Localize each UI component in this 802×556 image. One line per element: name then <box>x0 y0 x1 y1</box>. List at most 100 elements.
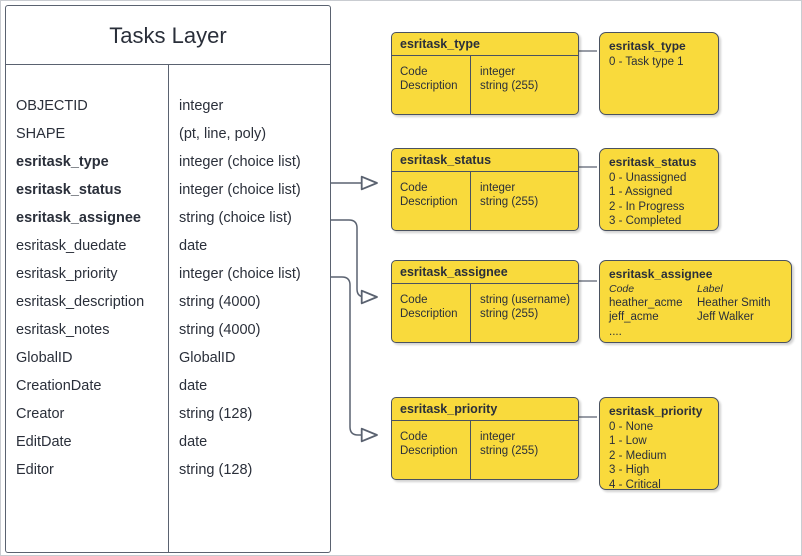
domain-value-item: 2 - Medium <box>609 449 667 462</box>
connector-priority <box>331 276 378 443</box>
field-type: date <box>179 378 208 394</box>
domain-field-type: integer <box>480 431 516 443</box>
domain-table-header: esritask_assignee <box>392 261 578 284</box>
field-type: string (4000) <box>179 322 261 338</box>
field-name: esritask_duedate <box>16 238 127 254</box>
domain-table-esritask-status[interactable]: esritask_status Code Description integer… <box>391 148 579 231</box>
domain-table-column-divider <box>470 172 471 230</box>
field-name: esritask_priority <box>16 266 118 282</box>
table-row[interactable]: OBJECTID integer <box>6 92 330 120</box>
table-row[interactable]: EditDate date <box>6 428 330 456</box>
domain-field-name: Code <box>400 182 428 194</box>
field-name: esritask_type <box>16 154 109 170</box>
field-name: CreationDate <box>16 378 102 394</box>
domain-field-type: string (255) <box>480 445 539 457</box>
domain-value-code: jeff_acme <box>609 311 659 323</box>
domain-value-item: heather_acme Heather Smith <box>609 296 791 311</box>
domain-table-esritask-assignee[interactable]: esritask_assignee Code Description strin… <box>391 260 579 343</box>
field-type: integer (choice list) <box>179 182 301 198</box>
field-type: string (128) <box>179 462 253 478</box>
domain-values-esritask-assignee[interactable]: esritask_assignee Code Label heather_acm… <box>599 260 792 343</box>
entity-field-list: OBJECTID integer SHAPE (pt, line, poly) … <box>6 65 330 552</box>
field-name: Editor <box>16 462 54 478</box>
table-row[interactable]: esritask_notes string (4000) <box>6 316 330 344</box>
table-row[interactable]: SHAPE (pt, line, poly) <box>6 120 330 148</box>
domain-value-item: 0 - Unassigned <box>609 171 687 184</box>
table-row[interactable]: esritask_description string (4000) <box>6 288 330 316</box>
field-name: GlobalID <box>16 350 73 366</box>
field-type: integer (choice list) <box>179 266 301 282</box>
field-type: string (128) <box>179 406 253 422</box>
table-row[interactable]: esritask_type integer (choice list) <box>6 148 330 176</box>
domain-table-body: Code Description integer string (255) <box>392 172 578 230</box>
domain-field-name: Code <box>400 431 428 443</box>
table-row[interactable]: GlobalID GlobalID <box>6 344 330 372</box>
domain-field-name: Description <box>400 445 458 457</box>
domain-field-name: Description <box>400 196 458 208</box>
field-type: date <box>179 434 208 450</box>
domain-values-title: esritask_assignee <box>609 267 713 281</box>
entity-rows-container: OBJECTID integer SHAPE (pt, line, poly) … <box>6 92 330 484</box>
domain-table-body: Code Description string (username) strin… <box>392 284 578 342</box>
field-type: integer (choice list) <box>179 154 301 170</box>
table-row[interactable]: Creator string (128) <box>6 400 330 428</box>
field-name: esritask_assignee <box>16 210 141 226</box>
table-row[interactable]: Editor string (128) <box>6 456 330 484</box>
domain-values-esritask-priority[interactable]: esritask_priority 0 - None 1 - Low 2 - M… <box>599 397 719 491</box>
domain-values-title: esritask_priority <box>609 404 703 418</box>
tasks-layer-entity-table[interactable]: Tasks Layer OBJECTID integer SHAPE (pt, … <box>5 5 331 553</box>
domain-table-body: Code Description integer string (255) <box>392 56 578 114</box>
table-row[interactable]: esritask_priority integer (choice list) <box>6 260 330 288</box>
domain-value-item: 3 - Completed <box>609 215 682 227</box>
field-name: esritask_notes <box>16 322 110 338</box>
domain-value-item: 0 - None <box>609 420 654 433</box>
domain-values-esritask-type[interactable]: esritask_type 0 - Task type 1 <box>599 32 719 115</box>
field-name: SHAPE <box>16 126 66 142</box>
domain-value-item: 3 - High <box>609 464 650 476</box>
domain-value-item: 4 - Critical <box>609 478 661 491</box>
domain-field-type: string (255) <box>480 308 539 320</box>
domain-value-item: 0 - Task type 1 <box>609 55 684 68</box>
table-row[interactable]: CreationDate date <box>6 372 330 400</box>
domain-table-header: esritask_type <box>392 33 578 56</box>
field-type: GlobalID <box>179 350 236 366</box>
field-type: string (choice list) <box>179 210 292 226</box>
field-type: integer <box>179 98 224 114</box>
domain-values-header-row: Code Label <box>609 283 791 296</box>
entity-column-divider <box>168 65 169 552</box>
domain-values-label-header: Label <box>697 282 723 295</box>
domain-table-column-divider <box>470 284 471 342</box>
domain-table-header: esritask_status <box>392 149 578 172</box>
domain-field-type: string (username) <box>480 294 571 306</box>
page-title: Tasks Layer <box>6 6 330 65</box>
domain-table-body: Code Description integer string (255) <box>392 421 578 479</box>
domain-table-esritask-priority[interactable]: esritask_priority Code Description integ… <box>391 397 579 480</box>
field-type: date <box>179 238 208 254</box>
domain-values-title: esritask_type <box>609 39 686 53</box>
table-row[interactable]: esritask_assignee string (choice list) <box>6 204 330 232</box>
domain-value-item: 1 - Low <box>609 435 647 447</box>
domain-value-label: Jeff Walker <box>697 311 754 323</box>
domain-value-label: Heather Smith <box>697 296 771 309</box>
field-name: EditDate <box>16 434 72 450</box>
domain-values-title: esritask_status <box>609 155 697 169</box>
connector-assignee <box>331 219 378 305</box>
field-type: (pt, line, poly) <box>179 126 267 142</box>
domain-table-esritask-type[interactable]: esritask_type Code Description integer s… <box>391 32 579 115</box>
field-type: string (4000) <box>179 294 261 310</box>
domain-field-name: Code <box>400 66 428 78</box>
domain-value-item: 1 - Assigned <box>609 186 673 198</box>
domain-value-item: jeff_acme Jeff Walker <box>609 310 791 325</box>
domain-field-type: integer <box>480 182 516 194</box>
field-name: Creator <box>16 406 65 422</box>
domain-field-type: string (255) <box>480 196 539 208</box>
table-row[interactable]: esritask_duedate date <box>6 232 330 260</box>
table-row[interactable]: esritask_status integer (choice list) <box>6 176 330 204</box>
field-name: esritask_status <box>16 182 122 198</box>
domain-field-type: string (255) <box>480 80 539 92</box>
domain-values-ellipsis: .... <box>609 325 622 338</box>
domain-field-type: integer <box>480 66 516 78</box>
domain-values-esritask-status[interactable]: esritask_status 0 - Unassigned 1 - Assig… <box>599 148 719 231</box>
field-name: OBJECTID <box>16 98 88 114</box>
field-name: esritask_description <box>16 294 145 310</box>
